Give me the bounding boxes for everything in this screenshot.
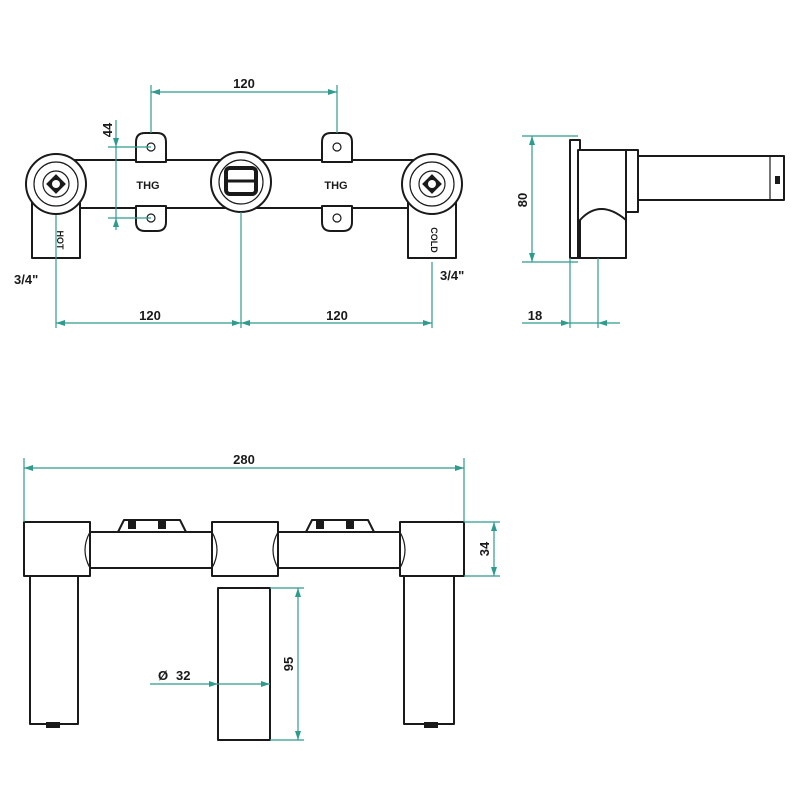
cold-valve bbox=[401, 153, 463, 215]
plan-right-pipe bbox=[277, 531, 401, 569]
dimension-lower-spans: 120 120 bbox=[55, 212, 433, 328]
brand-label-left: THG bbox=[136, 180, 159, 192]
plan-center-block bbox=[211, 521, 279, 577]
plan-right-leg bbox=[403, 575, 455, 725]
dimension-side-depth: 18 bbox=[522, 258, 620, 328]
dimension-side-height-value: 80 bbox=[515, 193, 530, 207]
front-view: THG THG HOT COLD 3/4" 3/4" 120 44 bbox=[14, 76, 464, 328]
plan-right-bracket bbox=[305, 519, 375, 533]
dimension-body-height-value: 34 bbox=[477, 541, 492, 556]
center-diverter bbox=[210, 151, 272, 213]
plan-left-block bbox=[23, 521, 91, 577]
dimension-total-width: 280 bbox=[23, 452, 465, 522]
cold-label: COLD bbox=[429, 227, 439, 253]
brand-label-right: THG bbox=[324, 180, 347, 192]
dimension-pipe-diameter: Ø 32 bbox=[150, 668, 270, 687]
plan-right-block bbox=[399, 521, 465, 577]
dimension-pipe-diameter-value: 32 bbox=[176, 668, 190, 683]
side-valve-body bbox=[579, 208, 627, 259]
side-spout bbox=[637, 155, 785, 201]
dimension-top-span: 120 bbox=[150, 76, 338, 133]
hot-label: HOT bbox=[55, 231, 65, 251]
dimension-leg-length-value: 95 bbox=[281, 657, 296, 671]
diameter-symbol: Ø bbox=[158, 668, 168, 683]
plan-left-leg bbox=[29, 575, 79, 725]
side-flange bbox=[625, 149, 639, 213]
dimension-body-height: 34 bbox=[464, 521, 500, 577]
plan-left-bracket bbox=[117, 519, 187, 533]
thread-size-right: 3/4" bbox=[440, 268, 464, 283]
thread-size-left: 3/4" bbox=[14, 272, 38, 287]
dimension-leg-length: 95 bbox=[270, 587, 304, 741]
dimension-bracket-height: 44 bbox=[100, 120, 151, 230]
dimension-top-span-value: 120 bbox=[233, 76, 255, 91]
plan-center-leg bbox=[217, 587, 271, 741]
dimension-total-width-value: 280 bbox=[233, 452, 255, 467]
side-view: 80 18 bbox=[515, 135, 785, 328]
dimension-bracket-height-value: 44 bbox=[100, 122, 115, 137]
plan-left-pipe bbox=[89, 531, 213, 569]
dimension-side-height: 80 bbox=[515, 135, 578, 263]
dimension-right-span-value: 120 bbox=[326, 308, 348, 323]
plan-view: 280 34 95 Ø 32 bbox=[23, 452, 500, 741]
right-mounting-bracket bbox=[321, 132, 353, 232]
hot-valve bbox=[25, 153, 87, 215]
dimension-side-depth-value: 18 bbox=[528, 308, 542, 323]
dimension-left-span-value: 120 bbox=[139, 308, 161, 323]
